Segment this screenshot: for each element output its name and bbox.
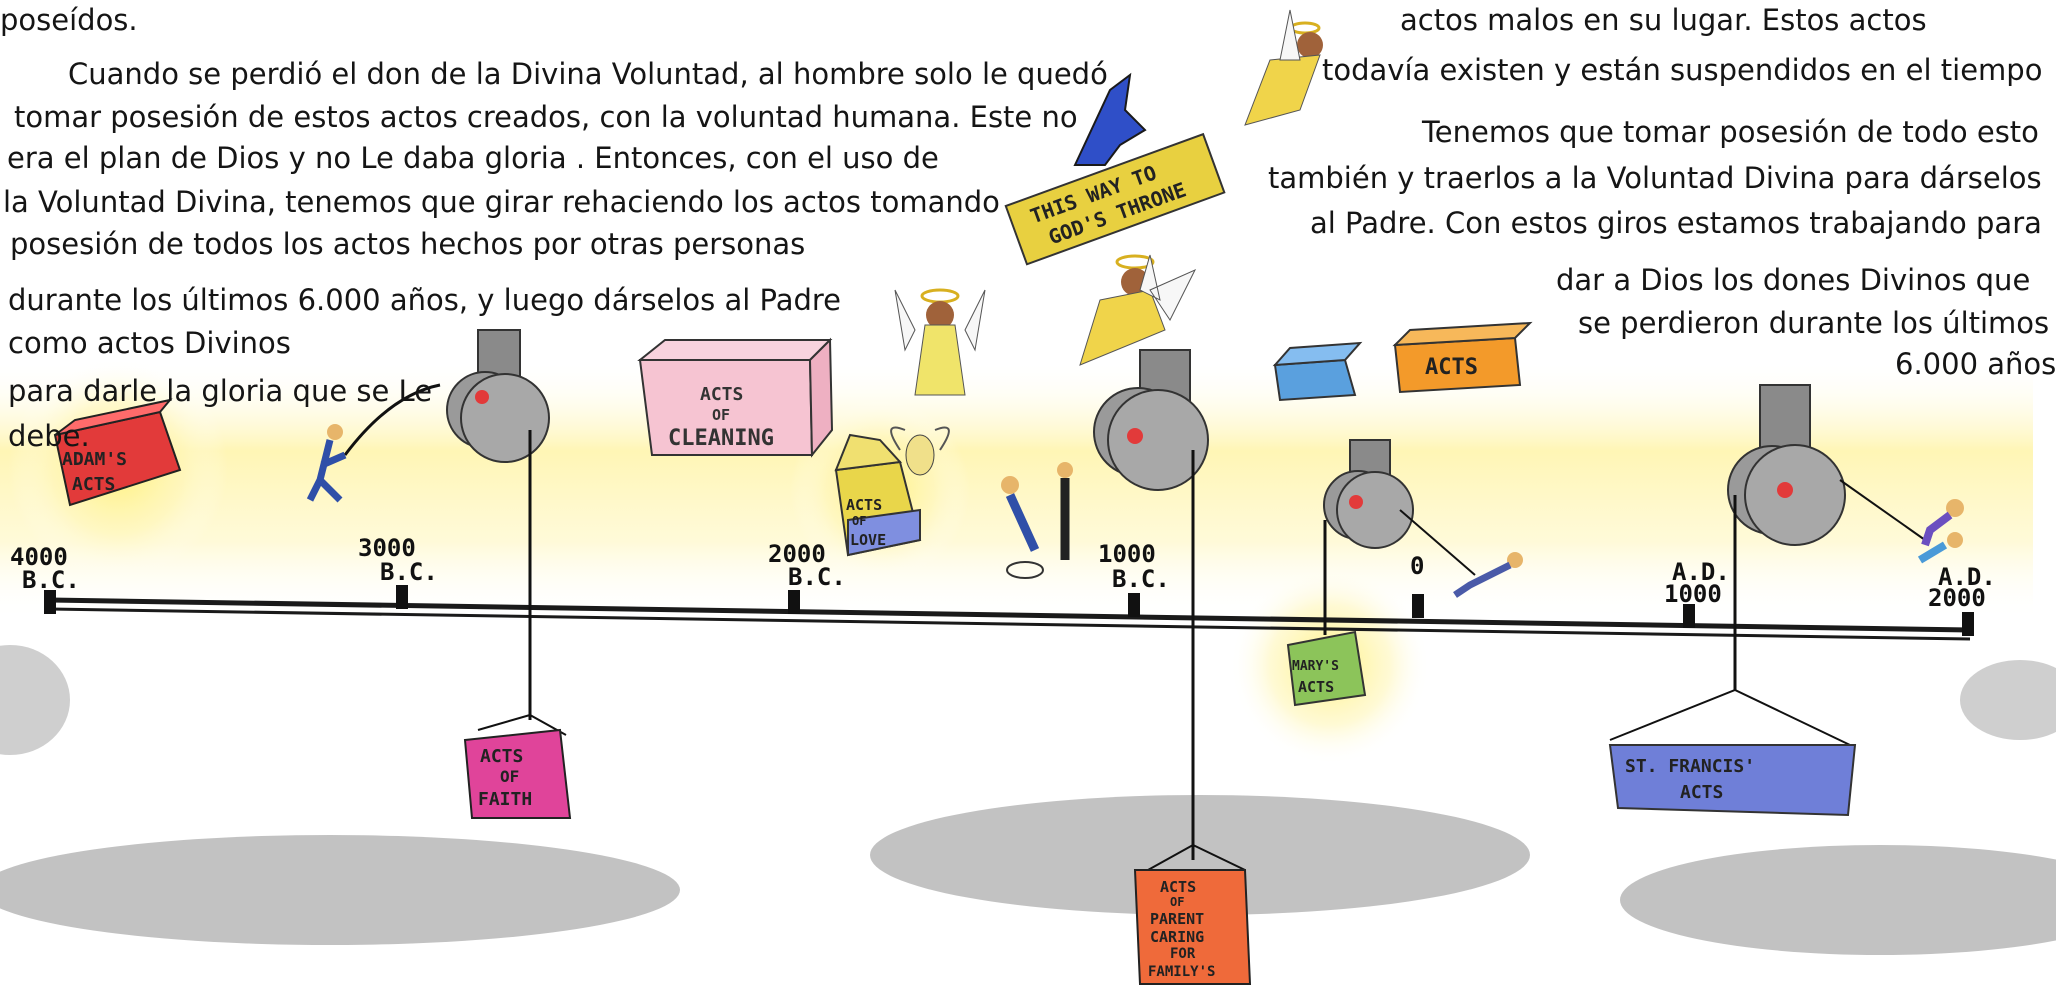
box-acts-of-love: ACTS OF LOVE [834,426,950,557]
left-text-line-2: tomar posesión de estos actos creados, c… [14,100,1078,134]
right-text-top-line-2: todavía existen y están suspendidos en e… [1322,53,2043,87]
tick-label-4000bc-a: 4000 [10,543,68,571]
tick-label-1000ad-b: 1000 [1664,580,1722,608]
angel-flying-top [1244,9,1323,126]
parent-label-2: OF [1170,895,1184,909]
parent-label-4: CARING [1150,928,1204,946]
person-pulling-3 [1453,552,1523,598]
cleaning-label-1: ACTS [700,384,743,405]
left-text-line-5: posesión de todos los actos hechos por o… [10,227,806,261]
tick-label-2000ad-a: A.D. [1938,563,1996,591]
left-text-line-9: debe. [8,419,90,453]
parent-label-5: FOR [1170,946,1196,962]
tick-label-3000bc-b: B.C. [380,558,438,586]
tick-4000bc [44,590,56,614]
timeline [44,585,1974,641]
faith-label-2: OF [500,767,519,786]
person-pulling-2 [1001,462,1073,579]
gray-cloud-left [0,835,680,945]
tick-label-0: 0 [1410,552,1424,580]
pulley-1 [343,329,550,720]
francis-label-2: ACTS [1680,782,1723,803]
faith-label-1: ACTS [480,746,523,767]
acts-orange-label: ACTS [1425,355,1478,380]
box-marys-acts: MARY'S ACTS [1286,630,1367,707]
gray-cloud-center [870,795,1530,915]
faith-label-3: FAITH [478,789,532,810]
box-blue [1272,341,1363,402]
tick-1000bc [1128,593,1140,617]
person-pulling-1 [306,424,347,503]
parent-label-3: PARENT [1150,910,1204,928]
box-adams-acts: ADAM'S ACTS [53,398,182,507]
tick-label-2000bc-a: 2000 [768,540,826,568]
tick-label-4000bc-b: B.C. [22,566,80,594]
gray-cloud-left-edge [0,645,70,755]
blue-bird [1073,72,1147,166]
tick-3000bc [396,585,408,609]
pulley-4 [1727,384,1926,690]
parent-label-6: FAMILY'S [1148,964,1215,980]
parent-label-1: ACTS [1160,878,1196,896]
marys-label-2: ACTS [1298,678,1334,696]
right-text-line-6: 6.000 años [1895,347,2056,381]
banner-gods-throne: THIS WAY TO GOD'S THRONE [1004,132,1226,266]
pulley-2 [1093,349,1209,860]
love-label-3: LOVE [850,531,886,549]
tick-2000ad [1962,612,1974,636]
cleaning-label-2: OF [712,406,730,424]
love-label-2: OF [852,514,866,528]
right-text-line-4: dar a Dios los dones Divinos que [1556,263,2031,297]
tick-0 [1412,594,1424,618]
people-pulling-4 [1917,499,1964,564]
angel-praying [894,288,986,396]
box-acts-of-parent: ACTS OF PARENT CARING FOR FAMILY'S [1133,843,1252,985]
right-text-top-line-1: actos malos en su lugar. Estos actos [1400,3,1927,37]
gray-cloud-right-edge [1960,660,2056,740]
tick-1000ad [1683,604,1695,628]
adams-label-1: ADAM'S [62,449,127,470]
gray-cloud-right [1620,845,2056,955]
box-st-francis-acts: ST. FRANCIS' ACTS [1608,688,1857,817]
angel-flying-center [1079,254,1197,366]
left-text-top-line: poseídos. [0,3,138,37]
tick-label-2000bc-b: B.C. [788,563,846,591]
tick-2000bc [788,590,800,614]
tick-label-1000bc-b: B.C. [1112,565,1170,593]
love-label-1: ACTS [846,496,882,514]
left-text-line-4: la Voluntad Divina, tenemos que girar re… [3,185,1000,219]
francis-label-1: ST. FRANCIS' [1625,756,1755,777]
right-text-line-2: también y traerlos a la Voluntad Divina … [1268,161,2042,195]
left-text-line-3: era el plan de Dios y no Le daba gloria … [7,141,939,175]
pulley-3 [1323,439,1476,635]
tick-label-1000ad-a: A.D. [1672,558,1730,586]
left-text-line-7: como actos Divinos [8,326,291,360]
box-acts-of-cleaning: ACTS OF CLEANING [637,337,834,458]
tick-label-1000bc-a: 1000 [1098,540,1156,568]
right-text-line-1: Tenemos que tomar posesión de todo esto [1422,115,2039,149]
cleaning-label-3: CLEANING [668,426,774,451]
left-text-line-1: Cuando se perdió el don de la Divina Vol… [68,57,1108,91]
box-acts-orange: ACTS [1392,321,1533,394]
left-text-line-8: para darle la gloria que se Le [8,374,433,408]
box-acts-of-faith: ACTS OF FAITH [463,713,572,819]
marys-label-1: MARY'S [1292,659,1339,674]
right-text-line-5: se perdieron durante los últimos [1578,306,2050,340]
tick-label-3000bc-a: 3000 [358,534,416,562]
tick-label-2000ad-b: 2000 [1928,584,1986,612]
adams-label-2: ACTS [72,474,115,495]
right-text-line-3: al Padre. Con estos giros estamos trabaj… [1310,206,2042,240]
left-text-line-6: durante los últimos 6.000 años, y luego … [8,283,842,317]
